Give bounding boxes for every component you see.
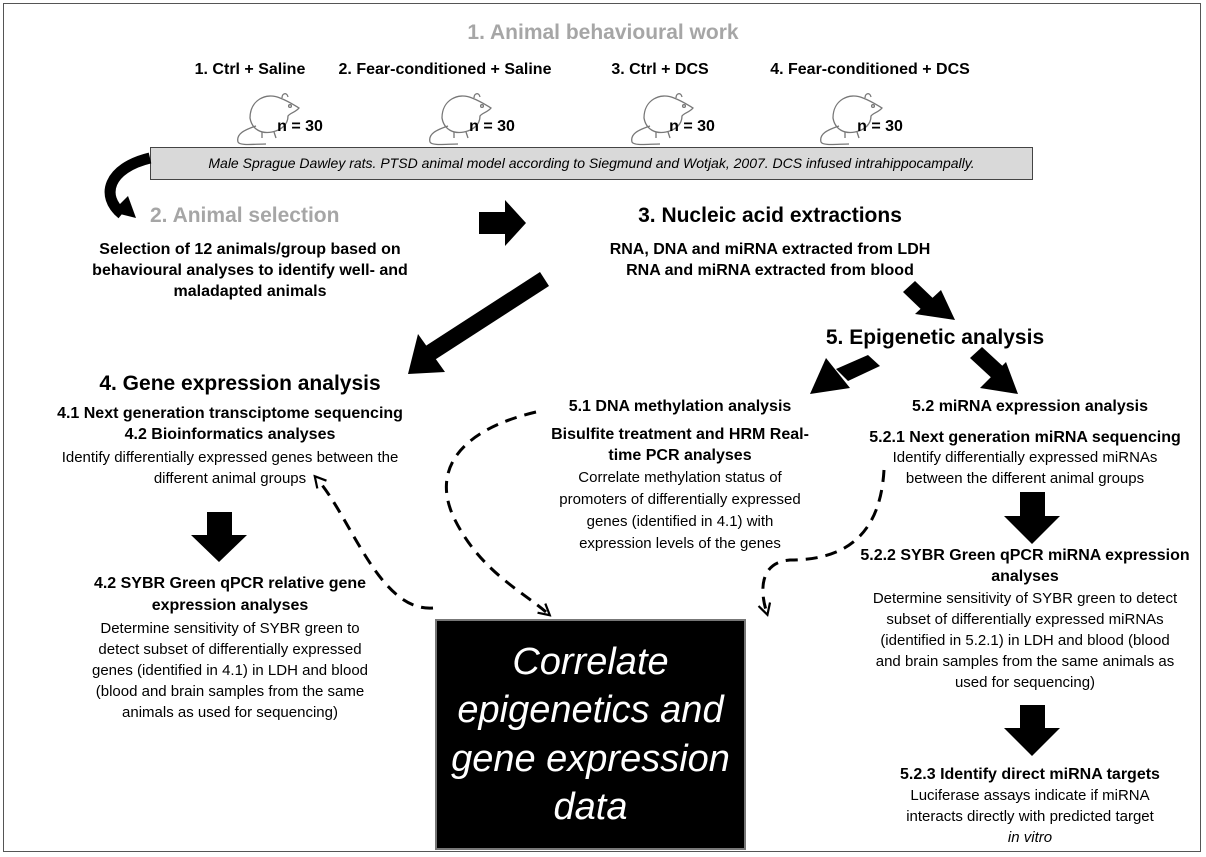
group-1-n: n = 30 — [277, 118, 323, 135]
section4-qpcr-line1: Determine sensitivity of SYBR green to — [100, 620, 360, 637]
group-1-label: 1. Ctrl + Saline — [194, 61, 306, 78]
section51-line2: promoters of differentially expressed — [559, 491, 801, 508]
rat-icon — [631, 93, 694, 146]
diagonal-arrow-icon — [810, 355, 880, 394]
section522-line5: used for sequencing) — [954, 674, 1096, 691]
curved-arrow-icon — [104, 152, 152, 219]
section4-qpcr-line2: detect subset of differentially expresse… — [98, 641, 362, 658]
section522-title2: analyses — [991, 568, 1059, 585]
right-arrow-icon — [479, 200, 526, 246]
section522-line3: (identified in 5.2.1) in LDH and blood (… — [880, 632, 1170, 649]
rat-icon — [429, 93, 492, 146]
section51-sub1: Bisulfite treatment and HRM Real- — [551, 426, 809, 443]
diagonal-arrow-icon — [408, 272, 549, 374]
section51-line3: genes (identified in 4.1) with — [586, 513, 774, 530]
section523-line3: in vitro — [1007, 829, 1053, 846]
section51-line4: expression levels of the genes — [579, 535, 781, 552]
dashed-connector — [763, 469, 886, 610]
section4-qpcr-title2: expression analyses — [151, 597, 309, 614]
section4-qpcr-line5: animals as used for sequencing) — [122, 704, 338, 721]
group-4-label: 4. Fear-conditioned + DCS — [770, 61, 970, 78]
section4-qpcr-title1: 4.2 SYBR Green qPCR relative gene — [93, 575, 367, 592]
section2-line2: behavioural analyses to identify well- a… — [92, 262, 408, 279]
group-2-label: 2. Fear-conditioned + Saline — [338, 61, 552, 78]
dashed-connector — [444, 410, 546, 612]
correlate-box: Correlate epigenetics and gene expressio… — [435, 619, 746, 850]
section521-line2: between the different animal groups — [905, 470, 1145, 487]
rat-icon — [820, 93, 883, 146]
section2-line3: maladapted animals — [173, 283, 327, 300]
section4-qpcr-line4: (blood and brain samples from the same — [95, 683, 365, 700]
dashed-connector — [318, 480, 434, 610]
correlate-line2: epigenetics and — [457, 689, 724, 732]
group-3-n: n = 30 — [669, 118, 715, 135]
section51-sub2: time PCR analyses — [608, 447, 752, 464]
diagonal-arrow-icon — [903, 281, 955, 320]
section3-line1: RNA, DNA and miRNA extracted from LDH — [609, 241, 931, 258]
section522-line4: and brain samples from the same animals … — [875, 653, 1175, 670]
group-3-label: 3. Ctrl + DCS — [611, 61, 709, 78]
section521-line1: Identify differentially expressed miRNAs — [892, 449, 1158, 466]
section4-sub2: 4.2 Bioinformatics analyses — [124, 426, 336, 443]
section51-line1: Correlate methylation status of — [578, 469, 782, 486]
section3-title: 3. Nucleic acid extractions — [638, 204, 902, 227]
section523-line2: interacts directly with predicted target — [906, 808, 1154, 825]
down-arrow-icon — [1004, 492, 1060, 544]
section522-title1: 5.2.2 SYBR Green qPCR miRNA expression — [860, 547, 1190, 564]
section51-title: 5.1 DNA methylation analysis — [568, 398, 792, 415]
section4-qpcr-line3: genes (identified in 4.1) in LDH and blo… — [91, 662, 368, 679]
section522-line2: subset of differentially expressed miRNA… — [886, 611, 1164, 628]
section523-title: 5.2.3 Identify direct miRNA targets — [900, 766, 1160, 783]
section523-line1: Luciferase assays indicate if miRNA — [910, 787, 1150, 804]
correlate-line4: data — [553, 785, 628, 828]
section4-desc1: Identify differentially expressed genes … — [61, 449, 399, 466]
section2-line1: Selection of 12 animals/group based on — [99, 241, 401, 258]
diagonal-arrow-icon — [970, 347, 1018, 394]
group-2-n: n = 30 — [469, 118, 515, 135]
diagram-frame — [3, 3, 1201, 852]
section4-sub1: 4.1 Next generation transciptome sequenc… — [57, 405, 403, 422]
rat-icon — [237, 93, 300, 146]
section4-desc2: different animal groups — [153, 470, 307, 487]
section522-line1: Determine sensitivity of SYBR green to d… — [872, 590, 1178, 607]
section2-title: 2. Animal selection — [150, 204, 340, 227]
section521-title: 5.2.1 Next generation miRNA sequencing — [869, 429, 1181, 446]
correlate-line1: Correlate — [512, 641, 669, 683]
section4-title: 4. Gene expression analysis — [99, 372, 381, 395]
group-4-n: n = 30 — [857, 118, 903, 135]
section3-line2: RNA and miRNA extracted from blood — [626, 262, 914, 279]
section5-title: 5. Epigenetic analysis — [825, 326, 1045, 349]
study-description-banner: Male Sprague Dawley rats. PTSD animal mo… — [150, 147, 1033, 180]
down-arrow-icon — [191, 512, 247, 562]
section52-title: 5.2 miRNA expression analysis — [912, 398, 1148, 415]
correlate-line3: gene expression — [451, 737, 730, 780]
section1-title: 1. Animal behavioural work — [467, 21, 739, 44]
down-arrow-icon — [1004, 705, 1060, 756]
